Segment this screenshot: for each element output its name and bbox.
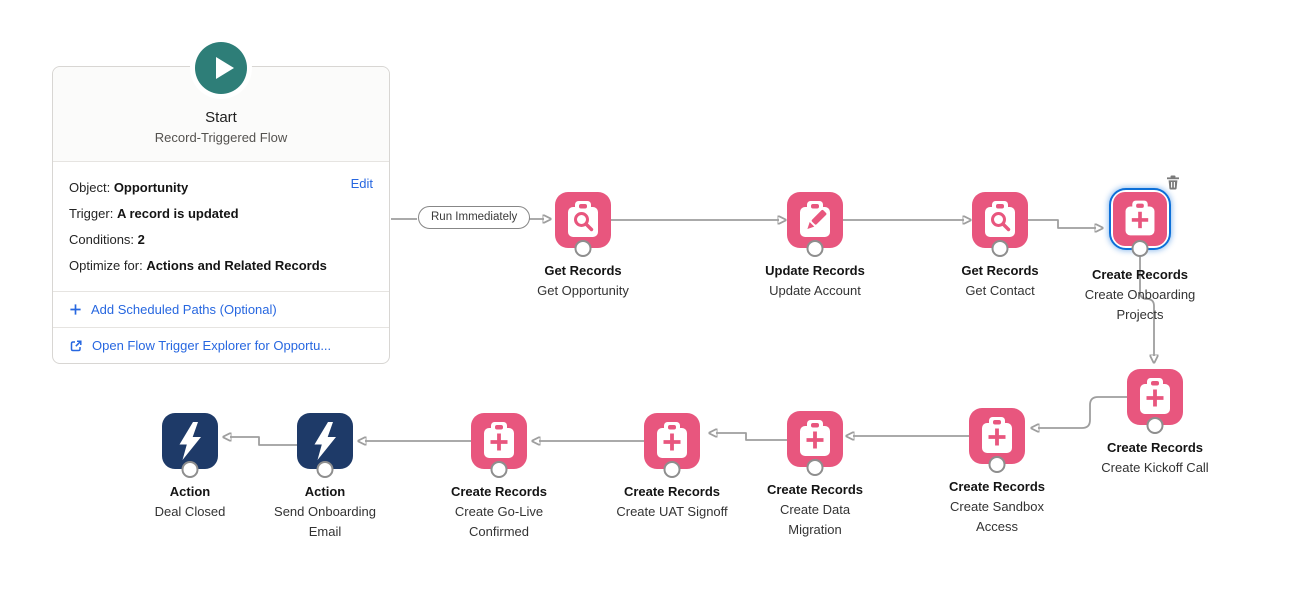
node-name-label: Create Go-Live Confirmed [454,504,544,539]
node-type-label: Create Records [1106,440,1204,455]
flow-node-create-uat-signoff[interactable]: Create Records Create UAT Signoff [612,413,732,522]
node-type-label: Create Records [1091,267,1189,282]
start-field-object: Object: Opportunity [69,180,189,195]
node-type-label: Create Records [623,484,721,499]
flow-node-create-data-migration[interactable]: Create Records Create Data Migration [755,411,875,540]
flow-node-get-opportunity[interactable]: Get Records Get Opportunity [523,192,643,301]
edit-link[interactable]: Edit [350,176,373,191]
node-name-label: Send Onboarding Email [274,504,376,539]
record-create-icon[interactable] [644,413,700,478]
open-flow-trigger-explorer-link[interactable]: Open Flow Trigger Explorer for Opportu..… [53,327,389,363]
record-create-icon[interactable] [1113,192,1167,246]
start-field-conditions: Conditions: 2 [69,232,145,247]
start-card-body: Edit Object: Opportunity Trigger: A reco… [53,161,389,291]
node-name-label: Get Contact [965,283,1035,298]
node-type-label: Update Records [765,263,865,278]
flow-node-get-contact[interactable]: Get Records Get Contact [940,192,1060,301]
node-type-label: Create Records [948,479,1046,494]
node-type-label: Action [169,484,211,499]
node-name-label: Deal Closed [154,504,226,519]
start-title: Start [205,109,237,126]
node-type-label: Get Records [961,263,1039,278]
node-output-port [316,461,334,478]
record-create-icon[interactable] [1127,369,1183,434]
node-type-label: Create Records [766,482,864,497]
flow-node-deal-closed[interactable]: Action Deal Closed [130,413,250,522]
start-node-card[interactable]: Start Record-Triggered Flow Edit Object:… [52,66,390,364]
node-name-label: Create Sandbox Access [950,499,1044,534]
start-play-icon [195,42,247,94]
selection-ring [1109,188,1171,257]
flow-node-create-onboarding-projects[interactable]: Create Records Create Onboarding Project… [1080,175,1200,325]
record-create-icon[interactable] [969,408,1025,473]
record-lookup-icon[interactable] [555,192,611,257]
node-output-port [1146,417,1164,434]
node-type-label: Get Records [544,263,622,278]
external-link-icon [70,339,82,351]
node-name-label: Get Opportunity [537,283,629,298]
run-immediately-badge: Run Immediately [418,206,531,229]
record-update-icon[interactable] [787,192,843,257]
node-type-label: Create Records [450,484,548,499]
flow-node-create-go-live-confirmed[interactable]: Create Records Create Go-Live Confirmed [439,413,559,542]
flow-node-send-onboarding-email[interactable]: Action Send Onboarding Email [265,413,385,542]
node-output-port [988,456,1006,473]
flow-node-create-kickoff-call[interactable]: Create Records Create Kickoff Call [1095,369,1215,478]
trash-icon[interactable] [1166,175,1180,190]
node-output-port [806,240,824,257]
node-output-port [574,240,592,257]
node-output-port [181,461,199,478]
node-name-label: Update Account [769,283,861,298]
node-output-port [1131,240,1149,257]
node-output-port [806,459,824,476]
node-name-label: Create Data Migration [779,502,851,537]
flow-node-create-sandbox-access[interactable]: Create Records Create Sandbox Access [937,408,1057,537]
record-create-icon[interactable] [787,411,843,476]
record-lookup-icon[interactable] [972,192,1028,257]
node-name-label: Create Onboarding Projects [1084,287,1196,322]
record-create-icon[interactable] [471,413,527,478]
node-output-port [490,461,508,478]
add-scheduled-paths-link[interactable]: Add Scheduled Paths (Optional) [53,291,389,327]
node-type-label: Action [304,484,346,499]
start-subtitle: Record-Triggered Flow [154,130,288,145]
flow-node-update-account[interactable]: Update Records Update Account [755,192,875,301]
start-field-optimize: Optimize for: Actions and Related Record… [69,258,327,273]
node-name-label: Create Kickoff Call [1101,460,1209,475]
action-lightning-icon[interactable] [162,413,218,478]
start-field-trigger: Trigger: A record is updated [69,206,239,221]
action-lightning-icon[interactable] [297,413,353,478]
node-output-port [991,240,1009,257]
node-name-label: Create UAT Signoff [616,504,728,519]
plus-icon [70,304,81,315]
node-output-port [663,461,681,478]
